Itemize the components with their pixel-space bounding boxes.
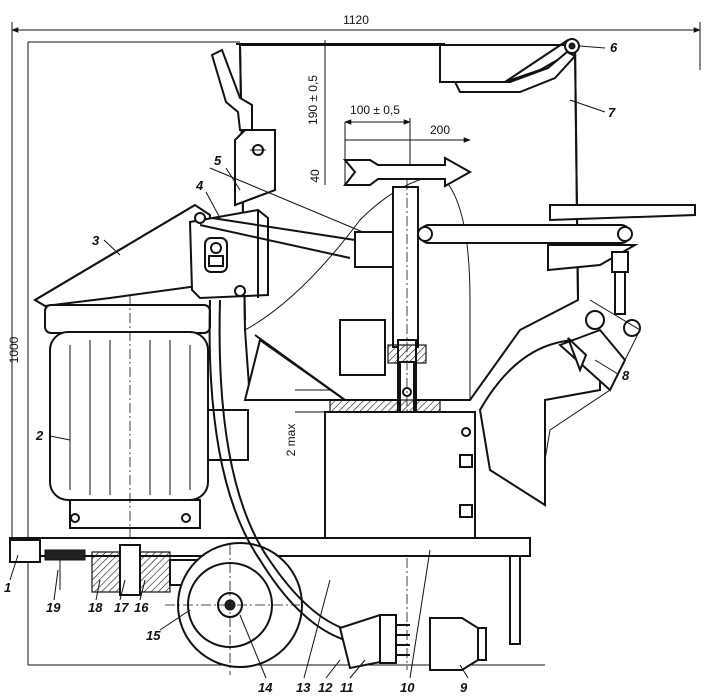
- callout-12: 12: [318, 680, 333, 695]
- switch-box: [188, 208, 269, 300]
- plug: [338, 613, 410, 670]
- callout-9: 9: [460, 680, 468, 695]
- callout-18: 18: [88, 600, 103, 615]
- callout-14: 14: [258, 680, 273, 695]
- offset-dimension-vertical: 190 ± 0,5 40: [306, 40, 326, 185]
- lid-hinge: [504, 38, 580, 83]
- leader-lines: [9, 45, 619, 679]
- adjust-screw: [585, 251, 641, 337]
- socket: [429, 617, 487, 671]
- overall-width-dimension: 1120: [11, 13, 701, 40]
- callout-7: 7: [608, 105, 616, 120]
- shift-arrow: 100 ± 0,5 200: [342, 103, 473, 188]
- gap-dimension: 2 max: [284, 389, 330, 457]
- callout-19: 19: [46, 600, 61, 615]
- callout-8: 8: [622, 368, 630, 383]
- callout-6: 6: [610, 40, 618, 55]
- callout-13: 13: [296, 680, 311, 695]
- horizontal-offset-value: 100 ± 0,5: [350, 103, 400, 117]
- transport-wheel: [165, 542, 303, 675]
- callout-16: 16: [134, 600, 149, 615]
- callout-5: 5: [214, 153, 222, 168]
- overall-width-value: 1120: [343, 13, 369, 27]
- gear-assembly: [44, 544, 201, 596]
- discharge-chute: [478, 299, 641, 507]
- callout-2: 2: [35, 428, 44, 443]
- connecting-rod: [199, 167, 371, 259]
- power-cable: [208, 299, 349, 641]
- callout-11: 11: [340, 680, 354, 695]
- callout-3: 3: [92, 233, 100, 248]
- lower-housing: [324, 411, 476, 541]
- callout-15: 15: [146, 628, 161, 643]
- overall-height-dimension: 1000: [7, 30, 21, 546]
- electric-motor: [44, 295, 249, 560]
- callout-4: 4: [195, 178, 204, 193]
- callout-1: 1: [4, 580, 11, 595]
- callouts: 1 2 3 4 5 6 7 8 9 10 11 12 13 14 15 16 1…: [4, 40, 630, 695]
- gap-value: 2 max: [284, 424, 298, 457]
- vertical-offset-value: 190 ± 0,5: [306, 75, 320, 125]
- lever-handle: [210, 48, 276, 207]
- overall-height-value: 1000: [7, 336, 21, 363]
- callout-10: 10: [400, 680, 415, 695]
- callout-17: 17: [114, 600, 129, 615]
- central-actuator: [329, 180, 441, 670]
- linkage-rod: [417, 204, 696, 272]
- shift-length-value: 200: [430, 123, 450, 137]
- plate-height-value: 40: [308, 169, 322, 183]
- chute: [33, 203, 212, 308]
